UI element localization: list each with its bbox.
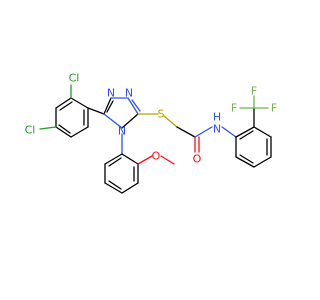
triazole-n-c-label: N xyxy=(118,125,126,138)
amide-bond xyxy=(194,126,213,138)
nh-aryl-bond xyxy=(221,126,237,138)
dichlorophenyl-ring xyxy=(39,84,89,138)
fluorine-1-label: F xyxy=(251,85,257,98)
triazole-n-a-label: N xyxy=(107,87,115,100)
amide-n-label: N xyxy=(213,123,221,136)
methoxy-o-label: O xyxy=(152,150,161,163)
methoxyphenyl-ring xyxy=(104,153,175,194)
aryl-triazole-bond xyxy=(87,107,105,115)
ch2-carbonyl-bond xyxy=(176,126,196,138)
thio-bond-2 xyxy=(163,115,178,128)
carbonyl-o-label: O xyxy=(193,153,202,166)
cl-top-label: Cl xyxy=(69,72,80,85)
amide-h-label: H xyxy=(213,111,221,124)
sulfur-label: S xyxy=(158,108,165,121)
fluorine-3-label: F xyxy=(271,102,277,115)
triazole-n-b-label: N xyxy=(125,87,133,100)
cl-left-label: Cl xyxy=(25,124,36,137)
molecule-structure: Cl Cl N N N S O N H O F F F xyxy=(25,72,278,194)
atom-labels: Cl Cl N N N S O N H O F F F xyxy=(25,72,278,166)
triazole-ring xyxy=(103,97,141,129)
trifluoromethylphenyl-ring xyxy=(235,95,272,168)
fluorine-2-label: F xyxy=(231,102,237,115)
